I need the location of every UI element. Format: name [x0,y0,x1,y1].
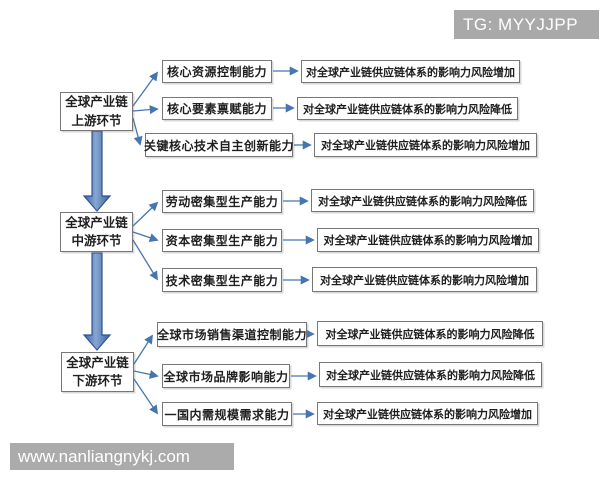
outcome-box: 对全球产业链供应链体系的影响力风险增加 [314,133,537,157]
site-watermark: www.nanliangnykj.com [10,443,234,470]
down-block-arrow-2 [82,252,112,351]
outcome-box: 对全球产业链供应链体系的影响力风险降低 [319,362,542,387]
stage-box-downstream: 全球产业链 下游环节 [61,352,134,392]
outcome-box: 对全球产业链供应链体系的影响力风险降低 [317,321,543,346]
outcome-box: 对全球产业链供应链体系的影响力风险降低 [297,97,518,120]
capability-box: 资本密集型生产能力 [162,229,282,252]
capability-box: 全球市场销售渠道控制能力 [157,322,307,347]
outcome-box: 对全球产业链供应链体系的影响力风险降低 [311,189,534,212]
capability-box: 核心要素禀赋能力 [162,97,272,120]
outcome-box: 对全球产业链供应链体系的影响力风险增加 [317,402,538,425]
outcome-box: 对全球产业链供应链体系的影响力风险增加 [301,60,520,83]
outcome-box: 对全球产业链供应链体系的影响力风险增加 [317,228,539,252]
capability-box: 全球市场品牌影响能力 [162,364,290,388]
capability-box: 劳动密集型生产能力 [162,190,282,213]
capability-box: 核心资源控制能力 [162,60,272,83]
down-block-arrow-1 [82,130,112,212]
capability-box: 关键核心技术自主创新能力 [144,133,294,157]
capability-box: 一国内需规模需求能力 [162,402,292,426]
stage-box-upstream: 全球产业链 上游环节 [60,92,133,131]
stage-box-midstream: 全球产业链 中游环节 [60,212,133,252]
capability-box: 技术密集型生产能力 [162,268,282,292]
outcome-box: 对全球产业链供应链体系的影响力风险增加 [312,267,537,292]
tg-watermark-badge: TG: MYYJJPP [454,10,599,39]
